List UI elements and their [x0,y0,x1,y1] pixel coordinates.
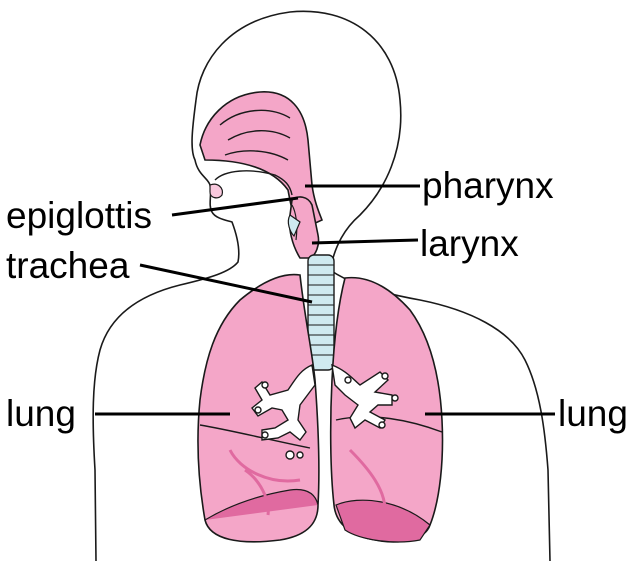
larynx-leader-line [312,240,418,243]
label-trachea: trachea [6,245,130,286]
label-lung-right: lung [558,393,628,434]
label-epiglottis: epiglottis [6,195,152,236]
label-pharynx: pharynx [422,165,554,206]
label-larynx: larynx [420,223,519,264]
label-lung-left: lung [6,393,76,434]
epiglottis-leader-line [172,198,298,215]
right-lung-shape [331,278,443,542]
